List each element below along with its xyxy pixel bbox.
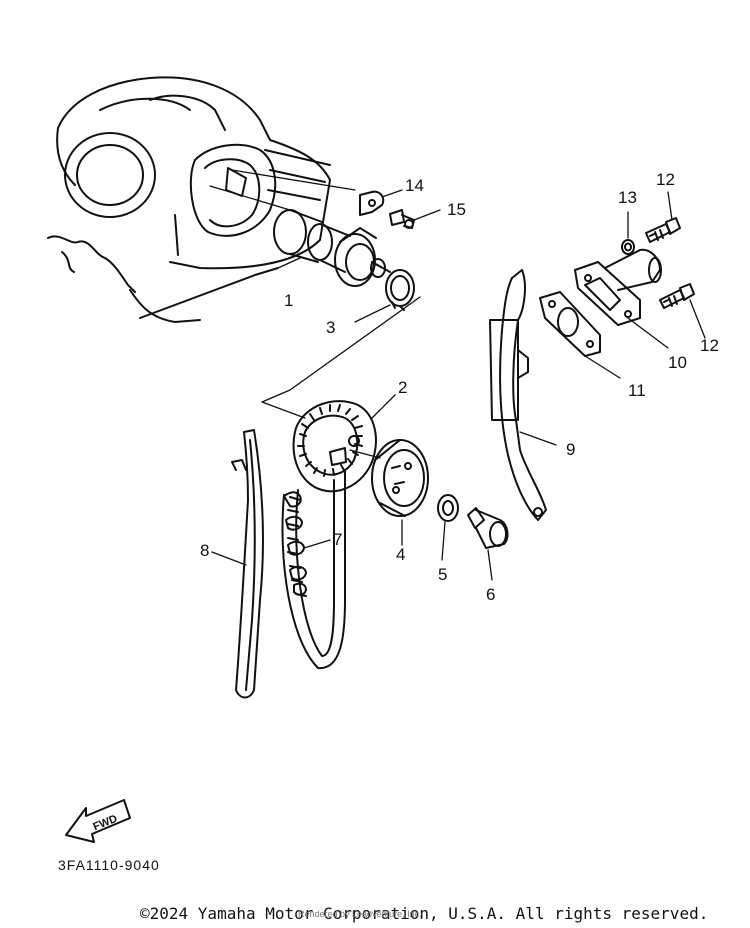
part-7-cam-chain — [281, 469, 346, 670]
callout-11: 11 — [628, 381, 646, 400]
callout-1: 1 — [284, 291, 294, 310]
part-6-bolt — [467, 507, 509, 581]
cylinder-head-drawing — [47, 76, 331, 323]
callout-6: 6 — [486, 585, 496, 604]
part-9-tensioner-guide — [489, 269, 557, 521]
callout-5: 5 — [438, 565, 448, 584]
callout-2: 2 — [398, 378, 408, 397]
part-12-bolt-lower — [659, 283, 706, 339]
part-12-bolt-upper — [645, 191, 681, 243]
part-4-plate — [349, 439, 429, 546]
diagram-code: 3FA1110-9040 — [58, 857, 160, 873]
part-14-clip — [359, 189, 403, 216]
part-11-gasket — [539, 291, 621, 379]
callout-13: 13 — [618, 188, 637, 207]
part-10-tensioner — [574, 248, 669, 349]
callout-4: 4 — [396, 545, 406, 564]
callout-3: 3 — [326, 318, 336, 337]
part-2-cam-sprocket — [292, 394, 396, 493]
callout-12-lower: 12 — [700, 336, 719, 355]
part-5-washer — [437, 494, 459, 561]
copyright-notice: ©2024 Yamaha Motor Corporation, U.S.A. A… — [140, 904, 709, 923]
fwd-label: FWD — [91, 813, 119, 834]
part-13-washer — [621, 211, 635, 255]
callout-7: 7 — [333, 530, 343, 549]
callout-10: 10 — [668, 353, 687, 372]
part-1-camshaft — [273, 209, 391, 287]
callout-12-upper: 12 — [656, 170, 675, 189]
callout-14: 14 — [405, 176, 424, 195]
part-3-circlip — [354, 269, 415, 323]
watermark: Rendered by Leadventure, Inc. — [298, 909, 422, 919]
part-15-bolt — [389, 209, 441, 229]
callout-9: 9 — [566, 440, 576, 459]
callout-8: 8 — [200, 541, 210, 560]
part-8-chain-guide — [211, 429, 264, 699]
callout-15: 15 — [447, 200, 466, 219]
fwd-arrow-icon: FWD — [65, 799, 131, 843]
